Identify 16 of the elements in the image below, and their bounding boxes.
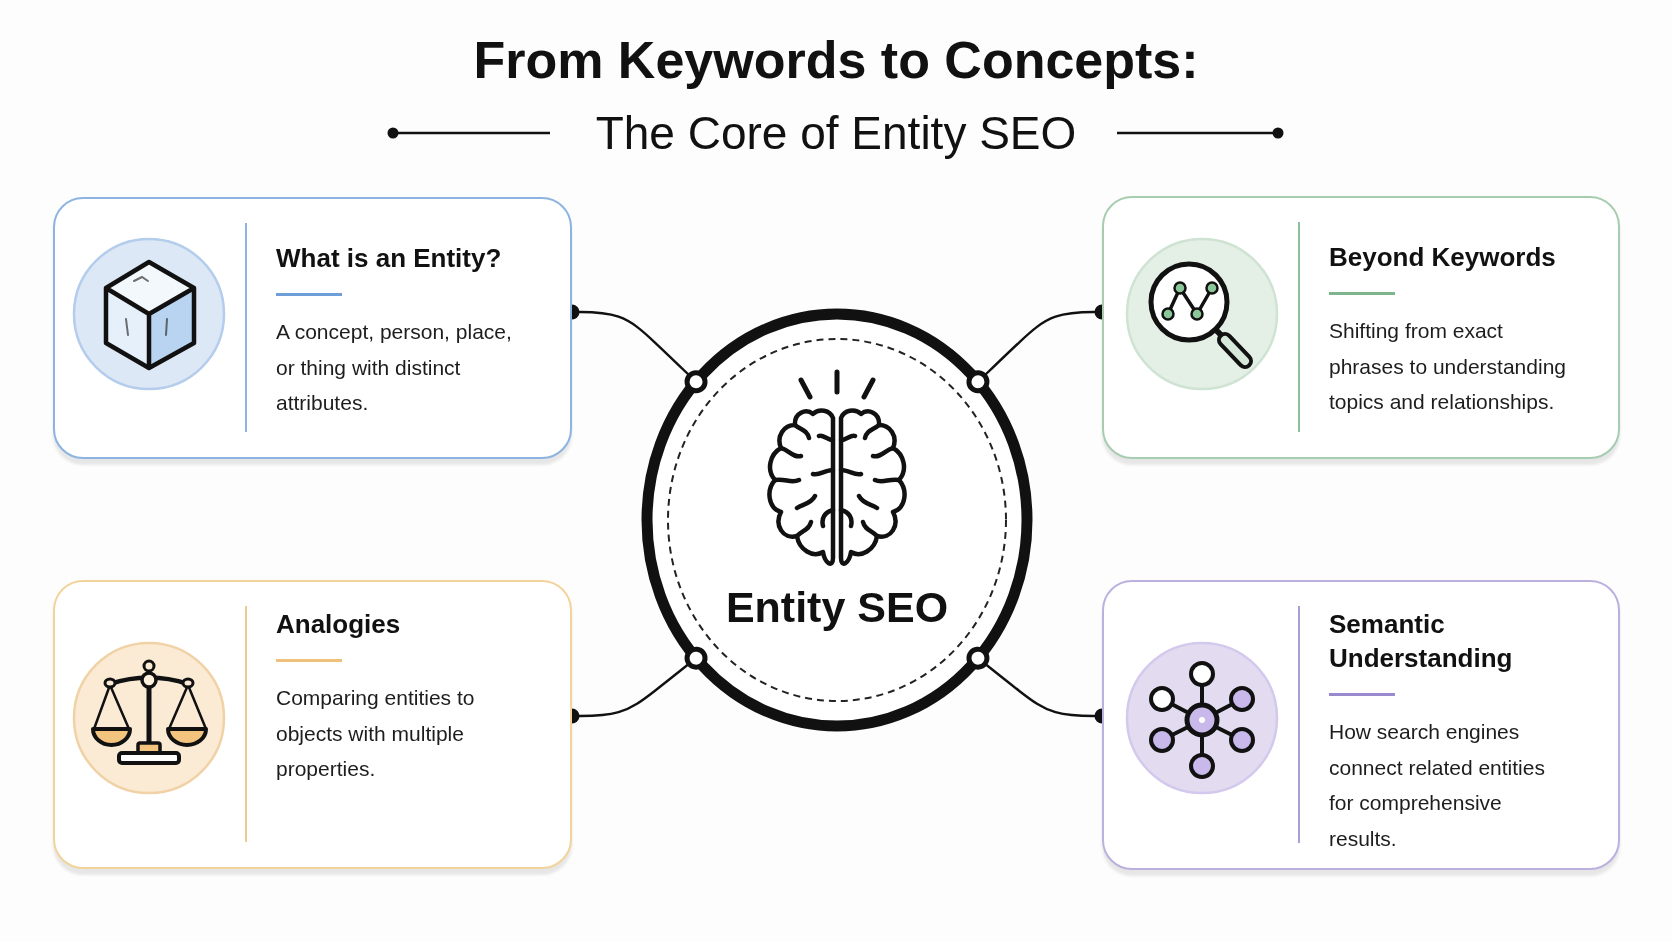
hub-label: Entity SEO (725, 582, 949, 632)
card-description: A concept, person, place, or thing with distinct attributes. (276, 319, 513, 416)
card-description: Shifting from exact phrases to understanding topics and relationships. (1329, 318, 1567, 415)
card-heading: What is an Entity? (276, 242, 503, 275)
title: From Keywords to Concepts: (473, 30, 1199, 91)
hub-circle (641, 308, 1033, 732)
card-heading: Analogies (276, 608, 402, 641)
card (53, 197, 572, 459)
card (53, 580, 572, 869)
card (1102, 580, 1620, 870)
subtitle: The Core of Entity SEO (595, 106, 1077, 161)
card-heading: Beyond Keywords (1329, 241, 1557, 274)
card-description: How search engines connect related entities for comprehensive results. (1329, 719, 1546, 852)
card-heading: Semantic Understanding (1329, 608, 1514, 675)
card (1102, 196, 1620, 459)
card-description: Comparing entities to objects with multiple properties. (276, 685, 476, 782)
